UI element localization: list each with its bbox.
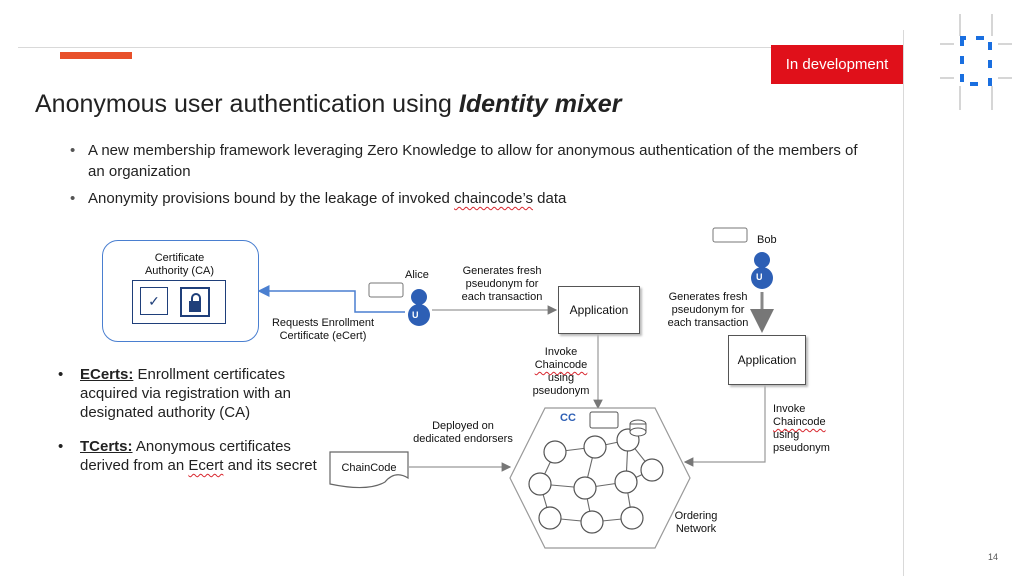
bullet-item: Anonymity provisions bound by the leakag… xyxy=(66,188,866,209)
ordering-line: Network xyxy=(675,523,717,535)
title-emphasis: Identity mixer xyxy=(458,90,622,118)
tcerts-item: TCerts: Anonymous certificates derived f… xyxy=(52,437,342,475)
generates-line: each transaction xyxy=(461,291,543,303)
cc-label: CC xyxy=(560,412,576,424)
checkbox-icon: ✓ xyxy=(140,287,168,315)
invoke-line: Invoke xyxy=(773,403,806,415)
invoke-line: Invoke xyxy=(544,346,578,358)
ecerts-text: Enrollment certificates acquired via reg… xyxy=(80,366,291,421)
ordering-line: Ordering xyxy=(674,510,718,522)
ecerts-term: ECerts: xyxy=(80,366,134,383)
bullet-list: A new membership framework leveraging Ze… xyxy=(66,140,866,215)
invoke-line: pseudonym xyxy=(532,385,590,397)
generates-line: each transaction xyxy=(667,317,749,329)
ordering-network-label: Ordering Network xyxy=(668,510,724,536)
invoke-chaincode-label-right: Invoke Chaincode using pseudonym xyxy=(773,403,830,455)
requests-enrollment-label: Requests Enrollment Certificate (eCert) xyxy=(262,317,384,343)
lock-icon xyxy=(180,287,210,317)
ca-label-line: Certificate xyxy=(154,252,205,264)
page-number: 14 xyxy=(988,552,999,562)
tcerts-text: and its secret xyxy=(223,457,317,474)
generates-line: pseudonym for xyxy=(465,278,539,290)
invoke-line: Chaincode xyxy=(534,359,588,371)
deployed-label: Deployed on dedicated endorsers xyxy=(403,420,523,446)
generates-line: Generates fresh xyxy=(462,265,542,277)
application-box-alice: Application xyxy=(558,286,640,334)
title-text: Anonymous user authentication using xyxy=(35,90,452,118)
ca-label: Certificate Authority (CA) xyxy=(122,252,237,278)
bob-label: Bob xyxy=(757,234,777,246)
tcerts-text: Anonymous certificates derived from an xyxy=(80,438,291,474)
brand-logo-icon xyxy=(940,14,1012,110)
right-divider xyxy=(903,30,904,576)
invoke-line: using xyxy=(547,372,575,384)
ecert-term: Ecert xyxy=(188,457,224,474)
requests-line: Certificate (eCert) xyxy=(279,330,367,342)
invoke-line: Chaincode xyxy=(773,416,826,428)
generates-line: Generates fresh xyxy=(668,291,748,303)
requests-line: Requests Enrollment xyxy=(271,317,375,329)
deployed-line: dedicated endorsers xyxy=(413,433,513,445)
chaincode-term: chaincode’s xyxy=(454,190,534,207)
deployed-line: Deployed on xyxy=(432,420,494,432)
bullet-text: data xyxy=(533,190,567,207)
header-divider xyxy=(18,47,900,48)
chaincode-document-label: ChainCode xyxy=(341,462,397,474)
invoke-line: using xyxy=(773,429,800,441)
application-box-bob: Application xyxy=(728,335,806,385)
invoke-chaincode-label-left: Invoke Chaincode using pseudonym xyxy=(528,346,594,398)
status-badge: In development xyxy=(771,45,903,84)
user-icon-alice: U xyxy=(412,310,419,320)
page-title: Anonymous user authentication using Iden… xyxy=(35,90,621,119)
generates-pseudonym-label-bob: Generates fresh pseudonym for each trans… xyxy=(658,291,758,330)
bullet-item: A new membership framework leveraging Ze… xyxy=(66,140,866,182)
user-icon-bob: U xyxy=(756,272,763,282)
tcerts-term: TCerts: xyxy=(80,438,133,455)
generates-line: pseudonym for xyxy=(671,304,745,316)
accent-bar xyxy=(60,52,132,59)
alice-label: Alice xyxy=(405,269,429,281)
bullet-text: Anonymity provisions bound by the leakag… xyxy=(88,190,455,207)
invoke-line: pseudonym xyxy=(773,442,830,454)
ca-label-line: Authority (CA) xyxy=(144,265,215,277)
ecerts-item: ECerts: Enrollment certificates acquired… xyxy=(52,365,342,422)
generates-pseudonym-label: Generates fresh pseudonym for each trans… xyxy=(452,265,552,304)
cert-types-list: ECerts: Enrollment certificates acquired… xyxy=(52,365,342,490)
